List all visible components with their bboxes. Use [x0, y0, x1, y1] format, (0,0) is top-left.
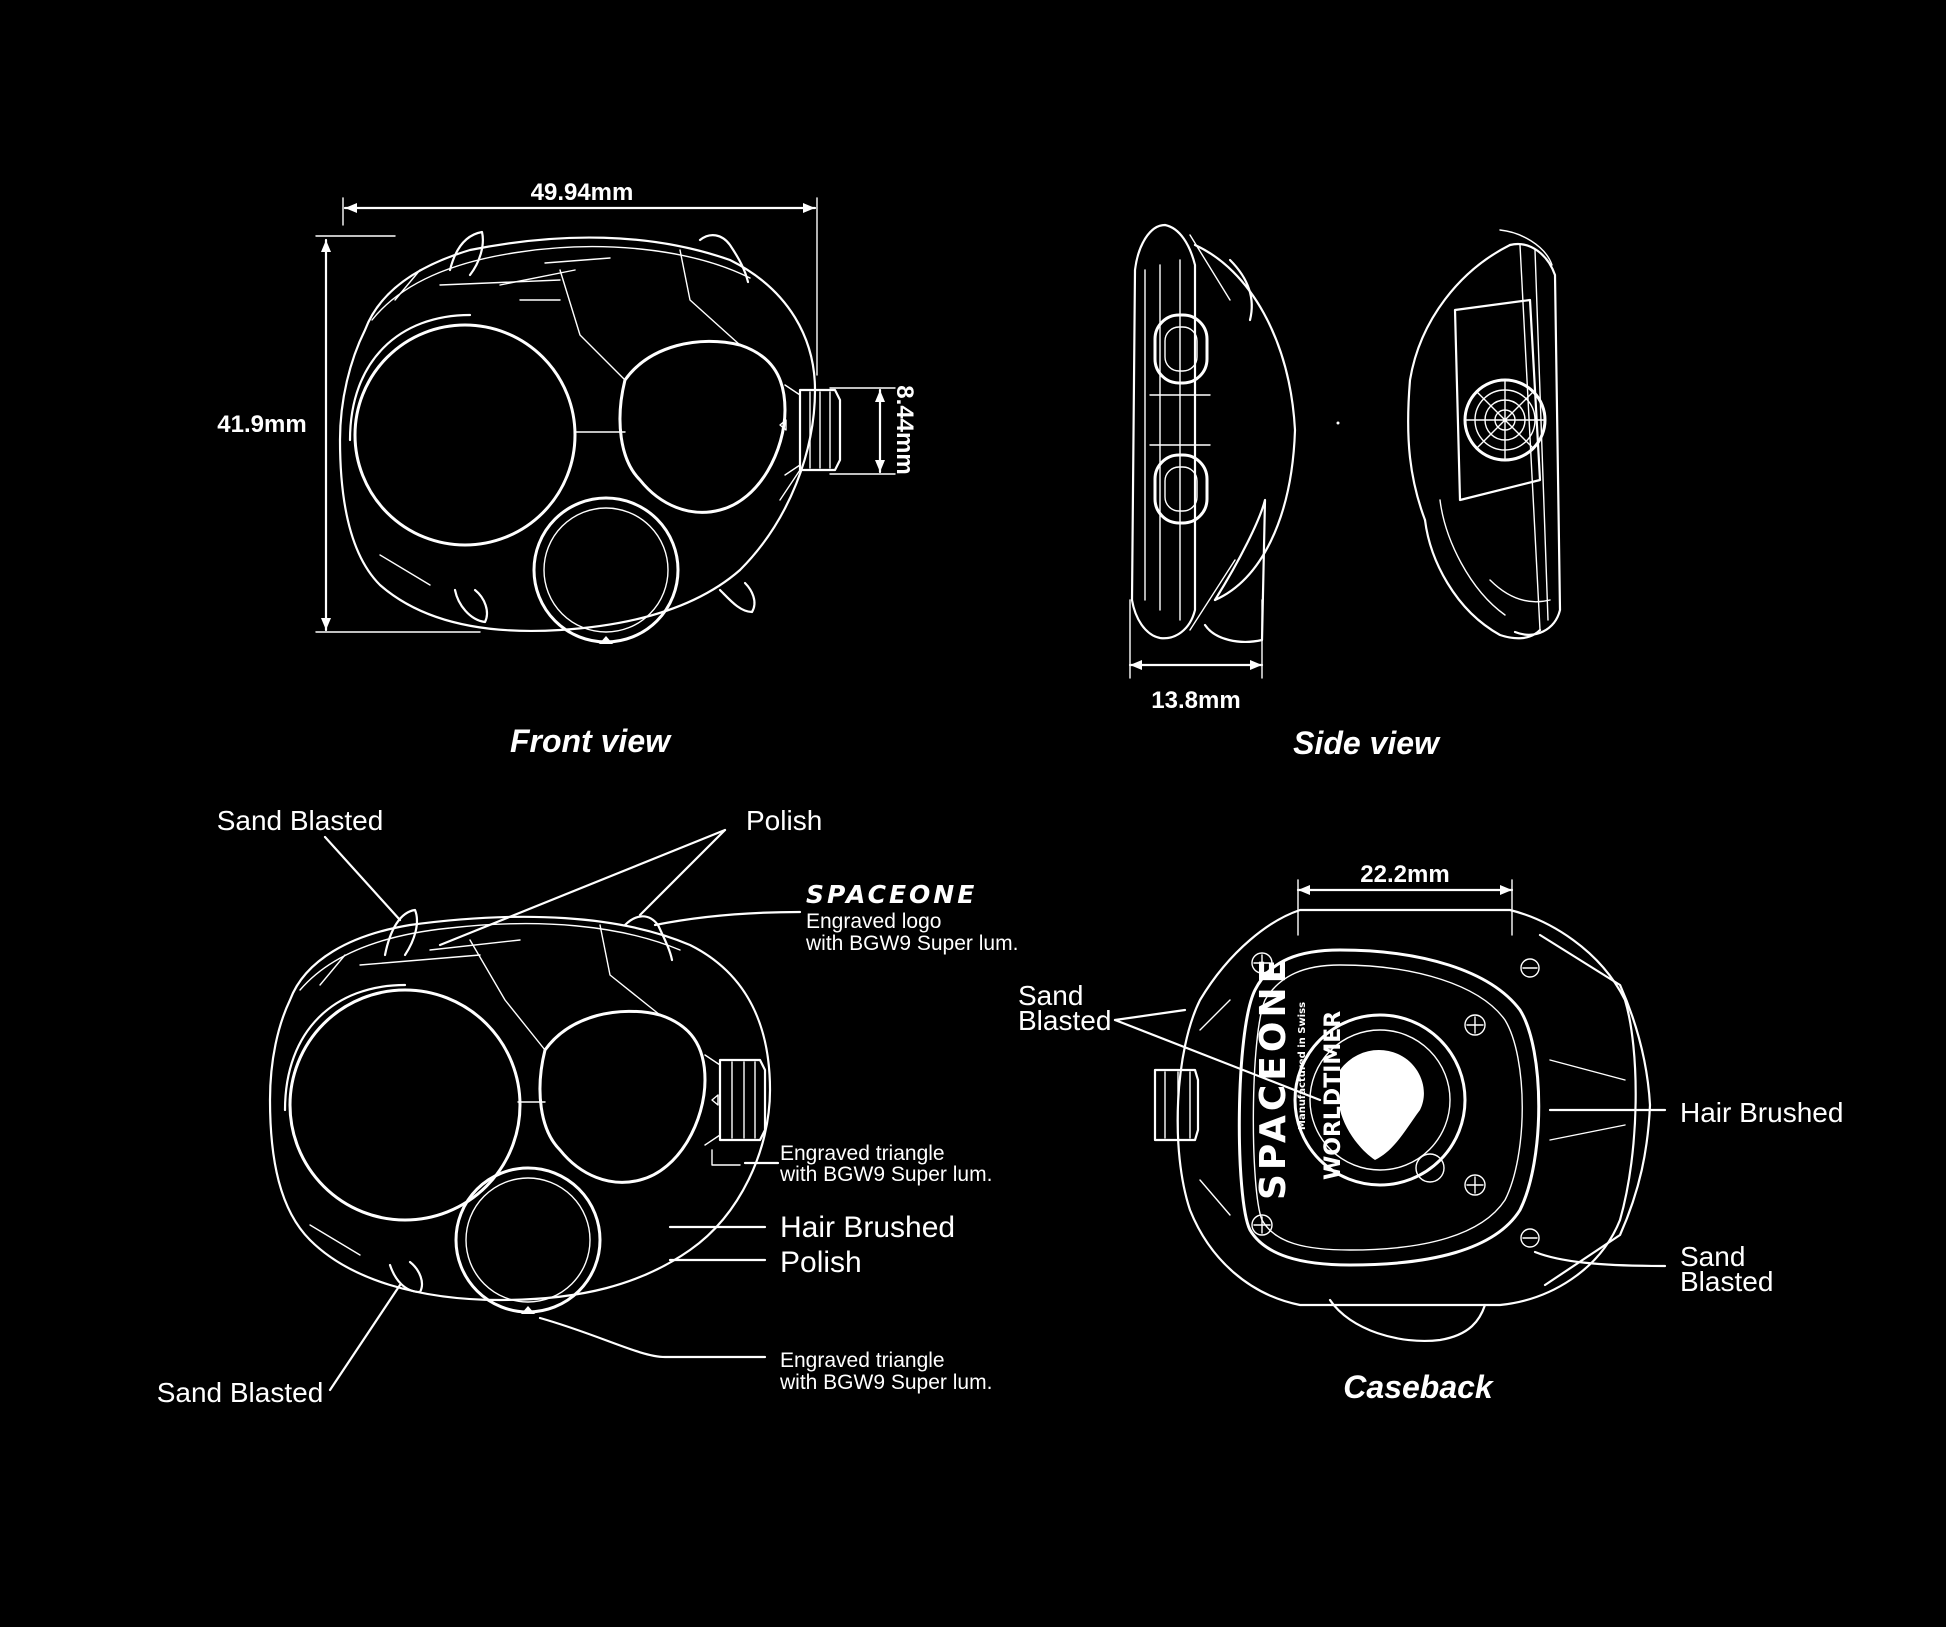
callout-polish-front: Polish — [780, 1246, 862, 1279]
caseback-width-dimension: 22.2mm — [1360, 861, 1449, 888]
callout-sand-blasted-top: Sand Blasted — [217, 805, 384, 836]
caseback-view-title: Caseback — [1343, 1369, 1495, 1405]
callout-caseback-hair-brushed: Hair Brushed — [1680, 1097, 1843, 1128]
side-thickness-dimension: 13.8mm — [1151, 687, 1240, 714]
caseback-brand-engraving: SPACEONE — [1253, 955, 1294, 1200]
callout-engraved-triangle-crown-line1: Engraved triangle — [780, 1142, 945, 1165]
front-view-title: Front view — [510, 723, 672, 759]
callout-sand-blasted-bottom: Sand Blasted — [157, 1377, 324, 1408]
callout-caseback-sand-line1: Sand — [1018, 980, 1083, 1011]
front-width-dimension: 49.94mm — [531, 179, 634, 206]
callout-caseback-sand-line2: Blasted — [1018, 1005, 1111, 1036]
spaceone-logo-mark: SPACEONE — [806, 880, 977, 909]
caseback-drawing — [1113, 879, 1667, 1342]
front-height-dimension: 41.9mm — [217, 411, 306, 438]
callout-engraved-logo-line1: Engraved logo — [806, 910, 941, 933]
caseback-small-engraving: Manufactured in Swiss — [1297, 1002, 1308, 1130]
callout-engraved-triangle-bottom-line1: Engraved triangle — [780, 1349, 945, 1372]
crown-dimension: 8.44mm — [891, 385, 918, 474]
side-view-drawing — [1128, 223, 1562, 679]
caseback-model-engraving: WORLDTIMER — [1321, 1011, 1346, 1180]
callout-engraved-logo-line2: with BGW9 Super lum. — [805, 932, 1018, 955]
callout-caseback-sand-right-line1: Sand — [1680, 1241, 1745, 1272]
callout-caseback-sand-right-line2: Blasted — [1680, 1266, 1773, 1297]
side-view-title: Side view — [1293, 725, 1441, 761]
callout-hair-brushed-front: Hair Brushed — [780, 1211, 955, 1244]
callout-engraved-triangle-bottom-line2: with BGW9 Super lum. — [779, 1371, 992, 1394]
callout-engraved-triangle-crown-line2: with BGW9 Super lum. — [779, 1163, 992, 1186]
finishing-view-drawing — [268, 828, 802, 1392]
front-view-drawing — [315, 197, 896, 644]
callout-polish-top: Polish — [746, 805, 822, 836]
